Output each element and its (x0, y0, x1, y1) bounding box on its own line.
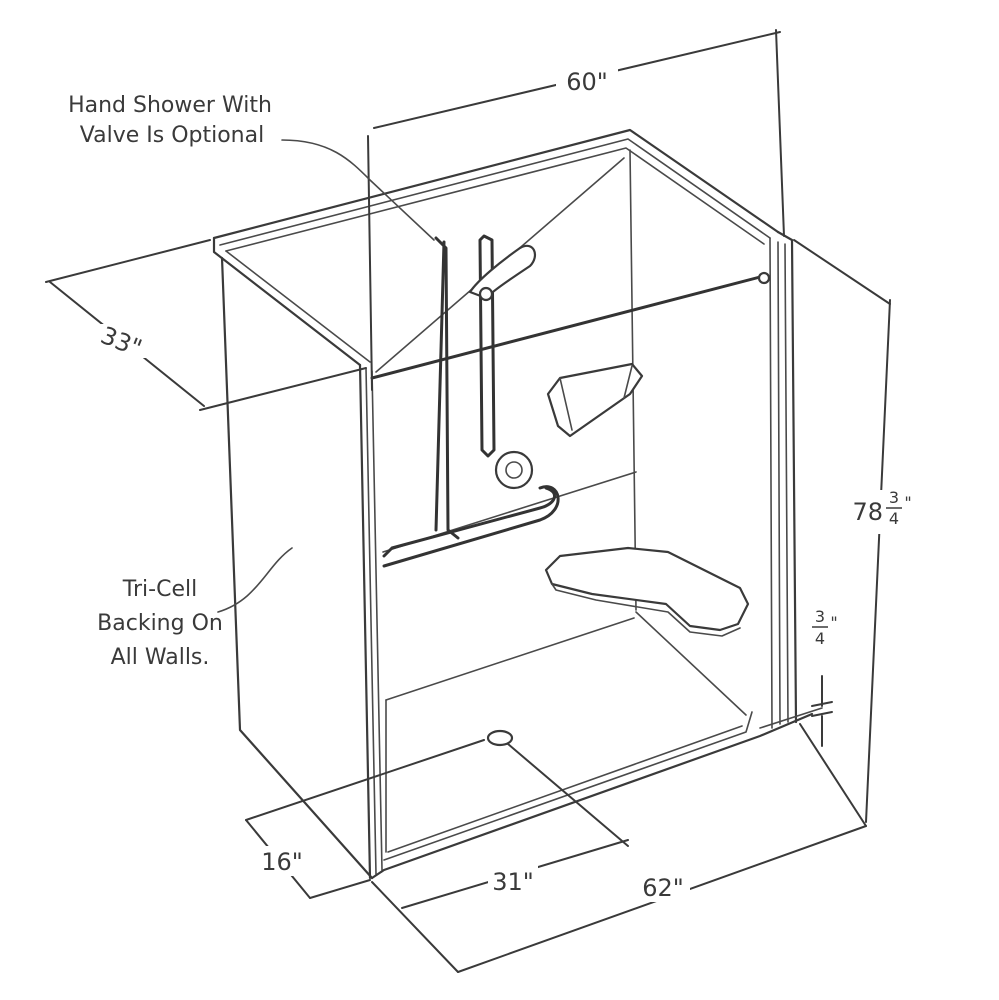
hand-shower-mount-icon (478, 286, 494, 302)
shower-seat (544, 546, 750, 632)
curtain-rod (370, 274, 766, 380)
curtain-rod-end-icon (757, 271, 771, 285)
soap-dish (546, 362, 644, 438)
dim-16-ext-front (309, 879, 371, 899)
dim-height-frac-den: 4 (889, 509, 899, 528)
front-left-post-outer (358, 363, 372, 880)
top-rim-left-front-inner (225, 250, 371, 363)
floor-front-lip (387, 725, 743, 853)
front-right-post-outer (776, 230, 798, 724)
dim-60-label-bg (556, 64, 618, 98)
top-rim-left-front (212, 236, 362, 367)
front-left-post-l2 (371, 370, 383, 871)
labels: Hand Shower With Valve Is Optional Tri-C… (68, 64, 922, 902)
left-side-wall (220, 256, 374, 880)
threshold-front (370, 712, 814, 880)
dim-16-label: 16" (261, 848, 303, 876)
dim-33-ext-bottom (199, 367, 367, 411)
dim-31-label-bg (488, 866, 538, 896)
dim-height-whole: 78 (852, 498, 883, 526)
dim-62-ext-left (371, 881, 459, 973)
shower-seat-edge (551, 583, 741, 637)
dim-height-inch-mark: " (904, 493, 911, 512)
leaders (217, 139, 435, 613)
tricell-label-line3: All Walls. (111, 645, 210, 670)
front-right-post-l1 (769, 237, 773, 729)
tricell-label-line2: Backing On (97, 611, 223, 636)
dim-33-label-bg (94, 324, 150, 358)
dim-60-ext-left (367, 135, 373, 391)
tricell-leader (217, 547, 293, 613)
vertical-grab-bar (434, 236, 460, 540)
soap-dish-detail (559, 365, 633, 431)
dim-60-ext-right (775, 29, 785, 237)
dim-62-label-bg (636, 870, 690, 902)
threshold-extension (759, 707, 823, 729)
floor-right-edge (635, 611, 747, 716)
dim-height-label-bg (858, 490, 922, 534)
dim-60-label: 60" (566, 68, 608, 96)
hand-shower-head-icon (468, 244, 537, 300)
fixtures (370, 234, 771, 747)
threshold-inner (383, 711, 753, 861)
dim-31-ext-drain (507, 743, 629, 847)
top-rim-inner2 (225, 147, 765, 252)
dim-31-label: 31" (492, 868, 534, 896)
front-right-post-l2 (777, 241, 781, 725)
hand-shower-slide-bar (478, 234, 496, 458)
dim-16-label-bg (256, 846, 306, 876)
dim-height-ext-bottom (799, 723, 867, 827)
shower-valve-knob-icon (505, 461, 523, 479)
horizontal-grab-bar (382, 485, 560, 568)
dim-threshold-num: 3 (815, 607, 825, 626)
front-right-post-l3 (784, 243, 789, 723)
drain-icon (486, 729, 514, 747)
dim-threshold-inch-mark: " (830, 613, 837, 632)
top-rim-outer (212, 128, 780, 240)
dim-threshold-marks (811, 675, 833, 747)
shower-body (212, 128, 823, 880)
hand-shower-leader (281, 139, 435, 241)
dim-33-ext-top (45, 239, 211, 283)
hand-shower-label-line1: Hand Shower With (68, 93, 272, 118)
dim-height-ext-top (793, 239, 891, 305)
top-rim-inner1 (219, 138, 771, 246)
dim-threshold-den: 4 (815, 629, 825, 648)
hand-shower-label-line2: Valve Is Optional (80, 123, 264, 148)
dim-62-label: 62" (642, 874, 684, 902)
back-wall-floor-line (385, 617, 635, 701)
front-left-post-l1 (365, 367, 377, 875)
shower-valve-icon (494, 450, 534, 490)
dim-16-ext-drain (245, 739, 485, 821)
dim-height-frac-num: 3 (889, 488, 899, 507)
dim-height-line (865, 299, 891, 823)
tricell-label-line1: Tri-Cell (122, 577, 197, 602)
